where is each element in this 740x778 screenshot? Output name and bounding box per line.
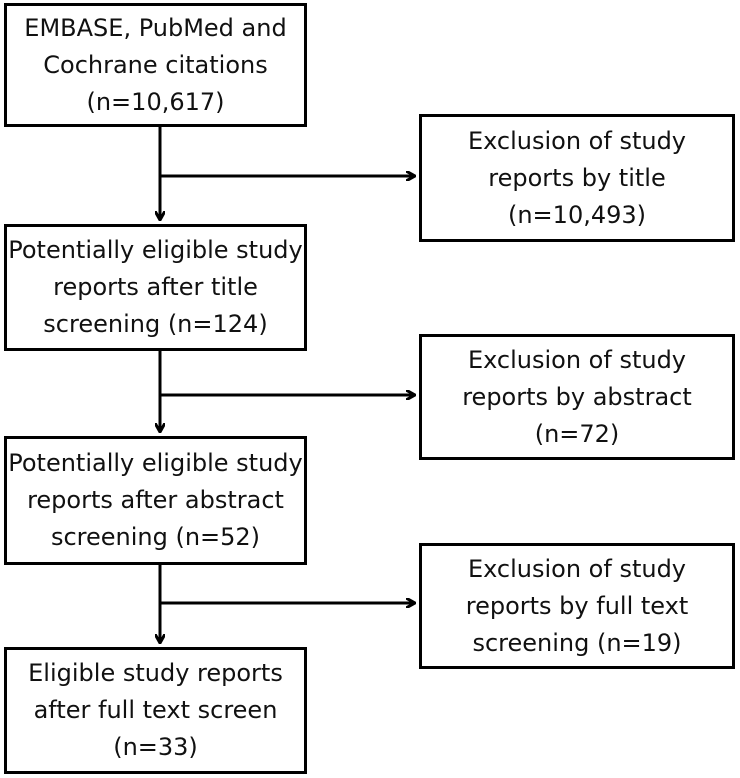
- after-abstract-count: screening (n=52): [50, 523, 261, 551]
- fulltext-exclusion-count: screening (n=19): [472, 628, 682, 657]
- eligible-line-2: after full text screen: [33, 696, 278, 724]
- abstract-exclusion-count: (n=72): [534, 419, 620, 448]
- after-title-count: screening (n=124): [43, 310, 268, 338]
- title-exclusion-box: Exclusion of study reports by title (n=1…: [419, 114, 735, 242]
- abstract-exclusion-box: Exclusion of study reports by abstract (…: [419, 334, 735, 460]
- after-title-line-2: reports after title: [53, 273, 258, 301]
- citations-line-2: Cochrane citations: [43, 50, 268, 79]
- abstract-exclusion-line-2: reports by abstract: [462, 382, 692, 411]
- after-title-screening-box: Potentially eligible study reports after…: [4, 224, 307, 351]
- eligible-count: (n=33): [113, 733, 198, 761]
- citations-line-1: EMBASE, PubMed and: [24, 13, 287, 42]
- title-exclusion-count: (n=10,493): [507, 200, 647, 229]
- citations-box: EMBASE, PubMed and Cochrane citations (n…: [4, 3, 307, 127]
- title-exclusion-line-2: reports by title: [488, 163, 666, 192]
- fulltext-exclusion-box: Exclusion of study reports by full text …: [419, 543, 735, 669]
- after-title-line-1: Potentially eligible study: [8, 236, 303, 264]
- citations-count: (n=10,617): [86, 87, 225, 116]
- eligible-reports-box: Eligible study reports after full text s…: [4, 647, 307, 774]
- after-abstract-line-2: reports after abstract: [27, 486, 284, 514]
- after-abstract-screening-box: Potentially eligible study reports after…: [4, 436, 307, 565]
- after-abstract-line-1: Potentially eligible study: [8, 449, 303, 477]
- abstract-exclusion-line-1: Exclusion of study: [467, 345, 687, 374]
- fulltext-exclusion-line-2: reports by full text: [465, 591, 689, 620]
- eligible-line-1: Eligible study reports: [28, 659, 283, 687]
- title-exclusion-line-1: Exclusion of study: [467, 126, 687, 155]
- fulltext-exclusion-line-1: Exclusion of study: [467, 554, 687, 583]
